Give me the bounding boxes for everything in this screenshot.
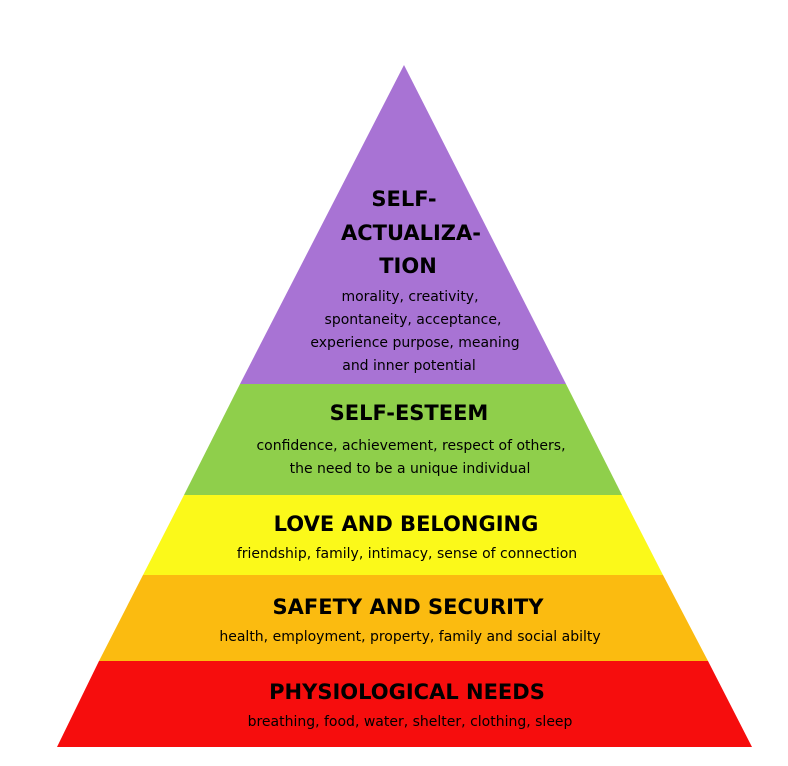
tier-desc-line: friendship, family, intimacy, sense of c… [237,546,577,562]
tier-title-line: SELF- [371,187,436,211]
tier-title-line: LOVE AND BELONGING [274,512,539,536]
tier-love-and-belonging: LOVE AND BELONGING friendship, family, i… [143,495,663,575]
tier-safety-and-security: SAFETY AND SECURITY health, employment, … [99,575,708,661]
tier-physiological-needs-shape [57,661,752,747]
tier-title-line: PHYSIOLOGICAL NEEDS [269,680,545,704]
tier-desc-line: the need to be a unique individual [290,461,531,477]
tier-self-actualization-shape [240,65,566,384]
tier-desc-line: morality, creativity, [341,289,478,305]
tier-title-line: SAFETY AND SECURITY [273,595,545,619]
tier-safety-and-security-shape [99,575,708,661]
tier-desc-line: and inner potential [342,358,476,374]
tier-love-and-belonging-shape [143,495,663,575]
tier-physiological-needs: PHYSIOLOGICAL NEEDS breathing, food, wat… [57,661,752,747]
tier-title-line: TION [379,254,437,278]
tier-desc-line: health, employment, property, family and… [219,629,600,645]
tier-title-line: SELF-ESTEEM [330,401,489,425]
tier-self-actualization: SELF- ACTUALIZA- TION morality, creativi… [240,65,566,384]
tier-desc-line: spontaneity, acceptance, [325,312,502,328]
tier-self-esteem: SELF-ESTEEM confidence, achievement, res… [184,384,622,495]
tier-desc-line: confidence, achievement, respect of othe… [256,438,565,454]
tier-desc-line: experience purpose, meaning [310,335,519,351]
tier-desc-line: breathing, food, water, shelter, clothin… [248,714,573,730]
tier-self-esteem-shape [184,384,622,495]
tier-title-line: ACTUALIZA- [341,221,481,245]
